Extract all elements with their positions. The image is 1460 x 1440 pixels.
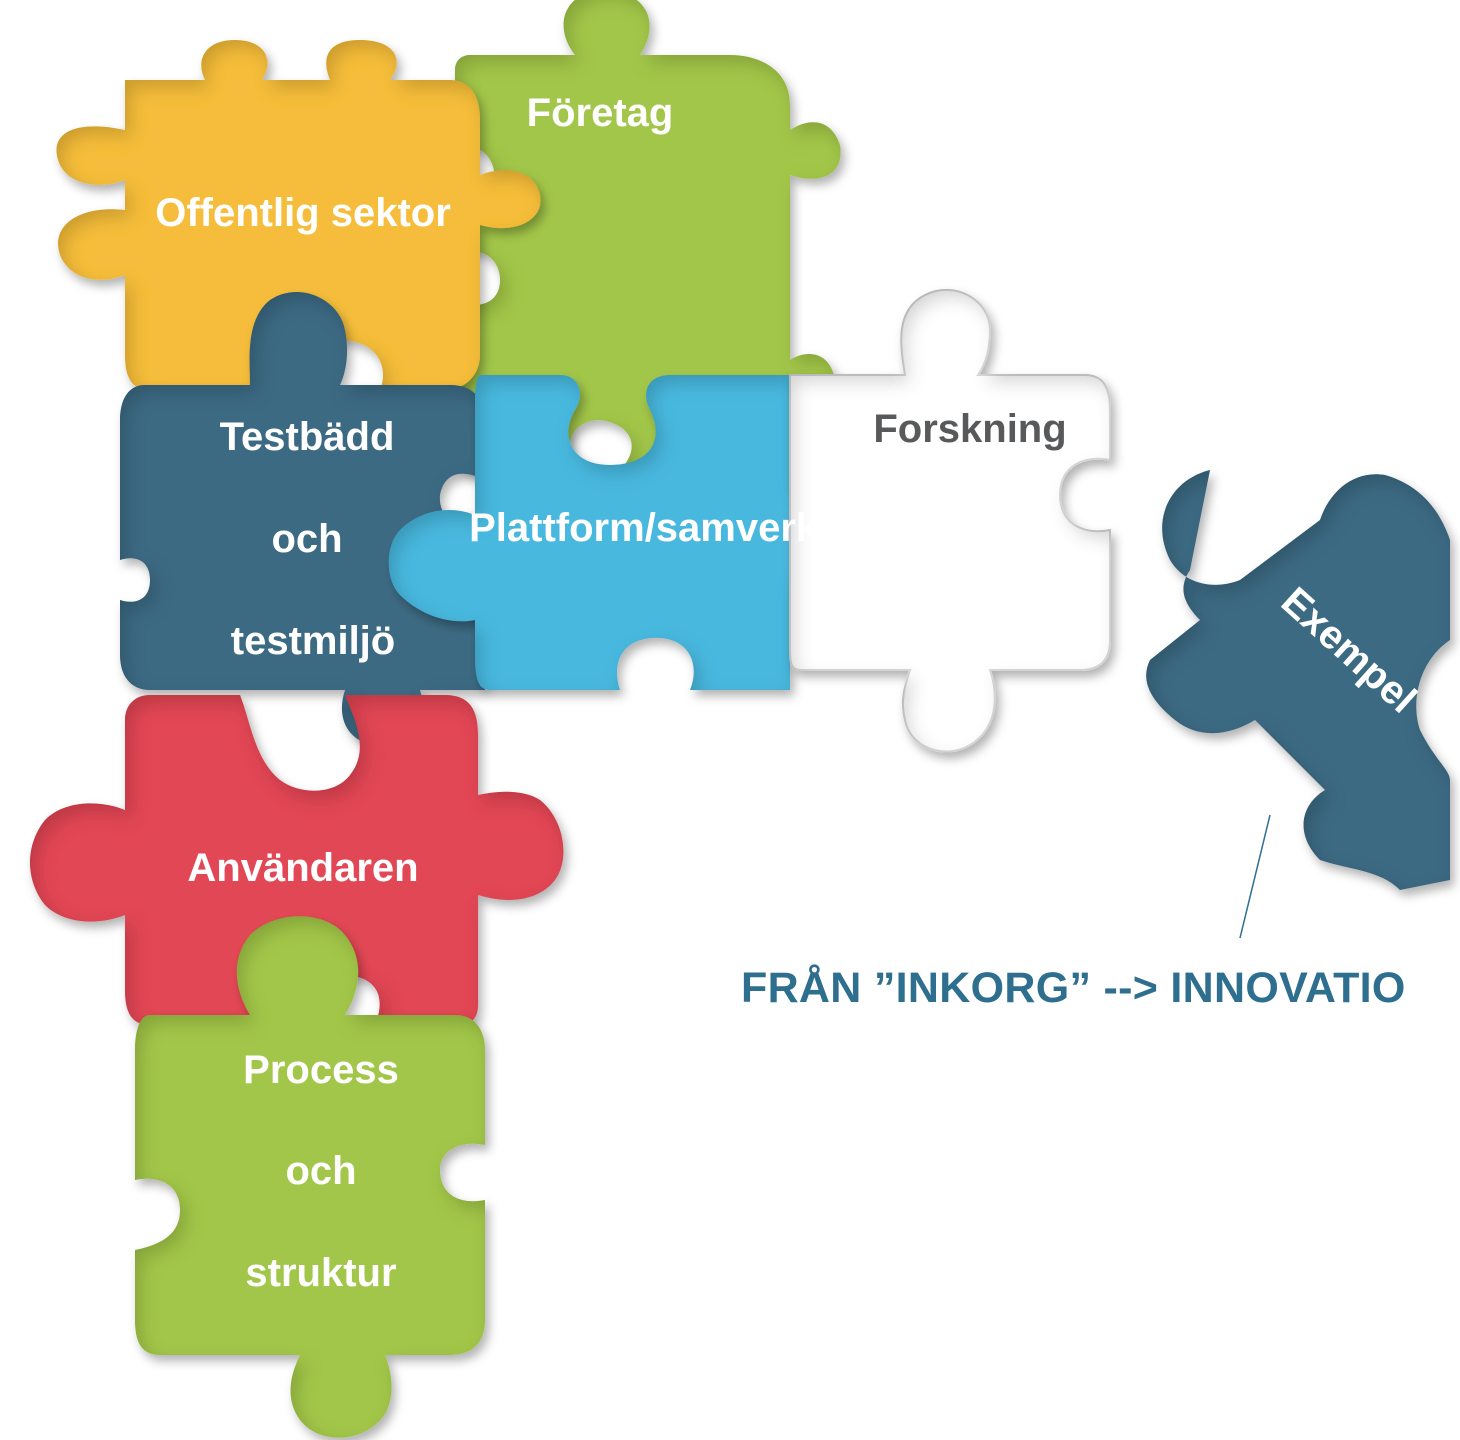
piece-process xyxy=(135,916,485,1438)
label-testbadd-1: Testbädd xyxy=(220,415,395,459)
piece-testbadd xyxy=(120,291,485,745)
piece-plattform xyxy=(388,375,889,690)
label-plattform: Plattform/samverkan xyxy=(469,506,865,550)
label-testbadd-2: och xyxy=(271,517,342,561)
piece-foretag xyxy=(455,0,841,470)
connector-line xyxy=(1239,814,1271,939)
label-process-1: Process xyxy=(243,1048,399,1092)
label-forskning: Forskning xyxy=(873,407,1066,451)
banner-text: FRÅN ”INKORG” --> INNOVATIO xyxy=(741,964,1406,1012)
piece-anvandaren xyxy=(30,695,564,1025)
piece-exempel xyxy=(1146,470,1450,890)
label-anvandaren: Användaren xyxy=(187,846,418,890)
label-process-3: struktur xyxy=(245,1251,396,1295)
piece-offentlig xyxy=(56,40,541,390)
label-offentlig: Offentlig sektor xyxy=(155,191,451,235)
piece-forskning xyxy=(789,289,1111,753)
label-foretag: Företag xyxy=(527,91,674,135)
label-testbadd-3: testmiljö xyxy=(231,619,395,663)
label-process-2: och xyxy=(285,1149,356,1193)
